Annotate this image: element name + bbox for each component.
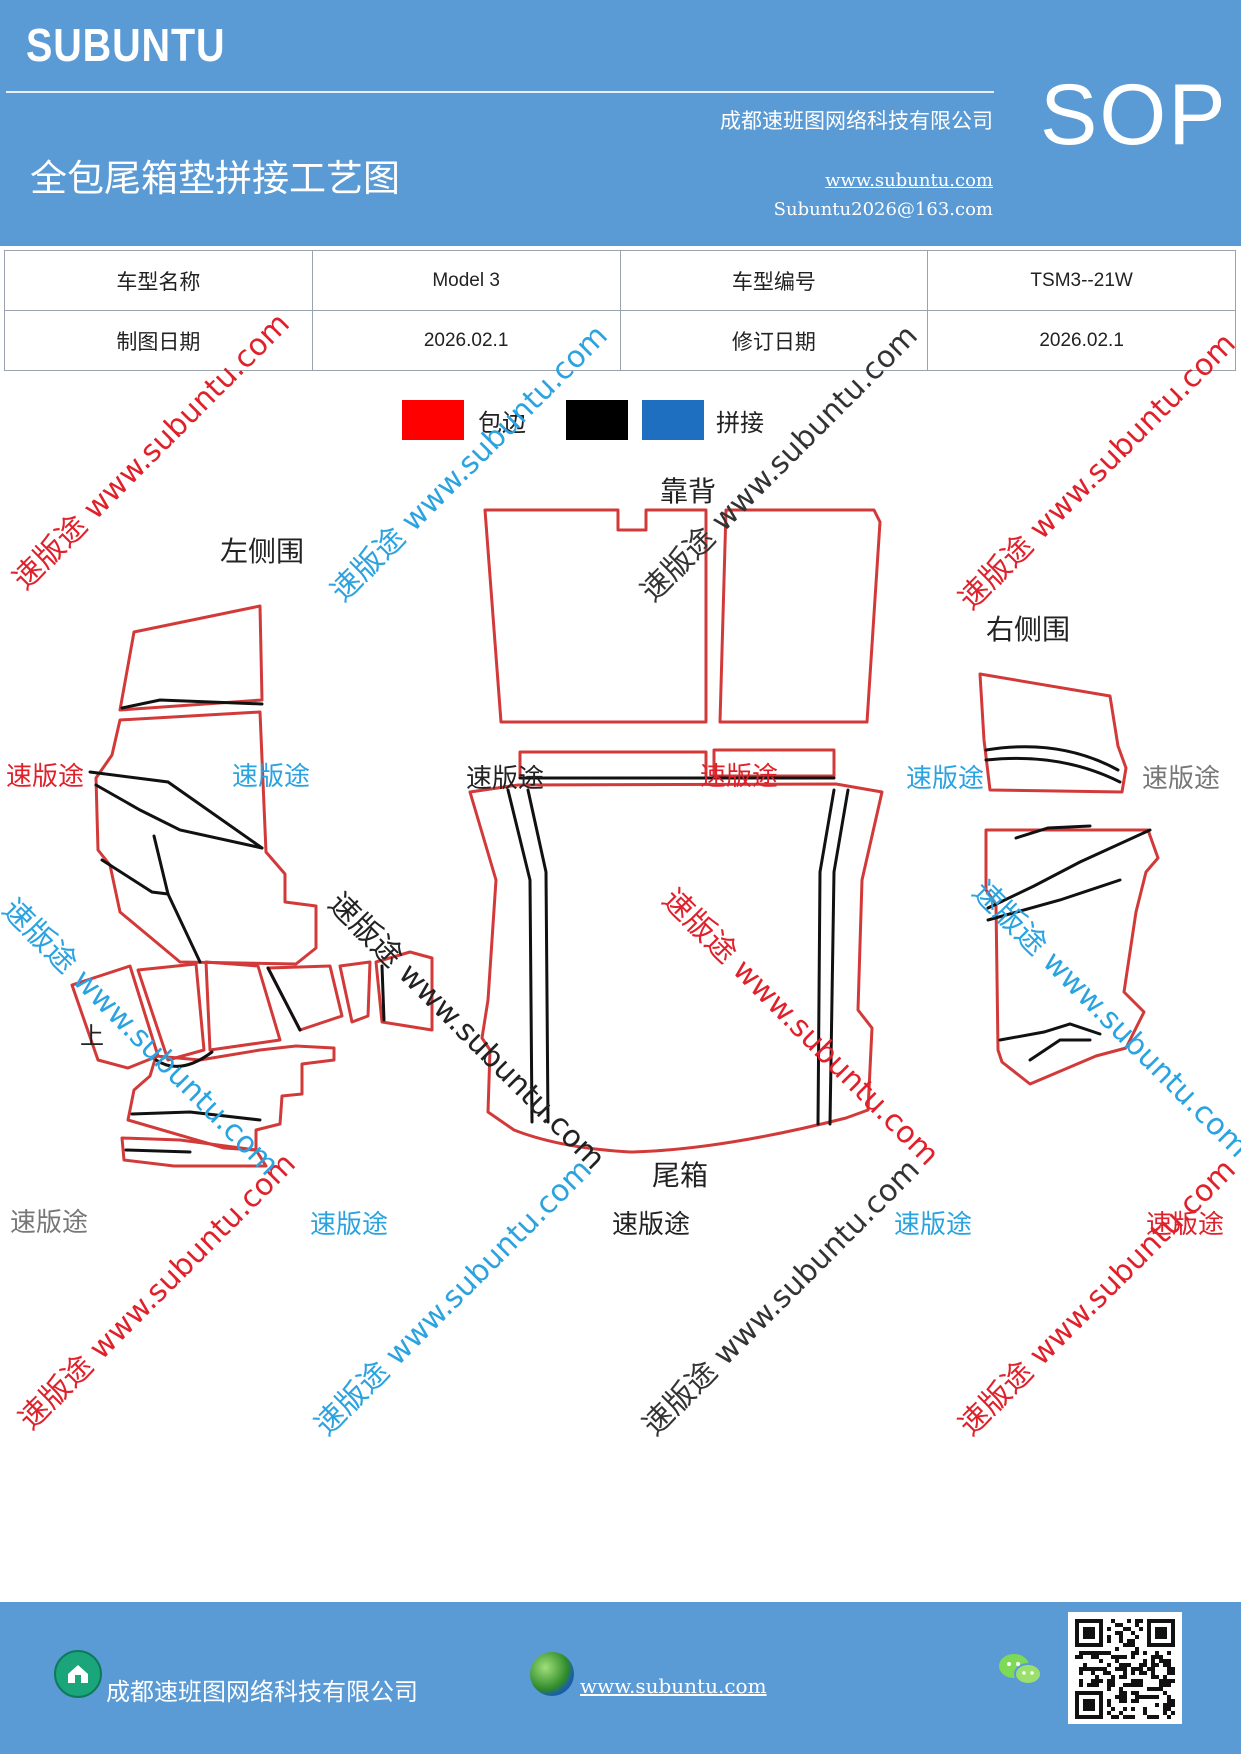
label-up-mark: 上 — [80, 1022, 104, 1050]
left-side-strip-3 — [204, 960, 282, 1052]
wechat-icon[interactable] — [996, 1650, 1044, 1690]
trunk-seam-right-inner — [828, 788, 850, 1126]
qr-code[interactable] — [1068, 1612, 1182, 1724]
company-name: 成都速班图网络科技有限公司 — [720, 109, 993, 133]
trunk-seam-right-outer — [816, 788, 836, 1126]
trunk-seam-left-inner — [526, 788, 550, 1124]
watermark-brand: 速版途 — [310, 1210, 389, 1240]
website-link[interactable]: www.subuntu.com — [825, 170, 993, 191]
left-side-upper-panel — [118, 604, 264, 712]
model-code-value: TSM3--21W — [927, 250, 1236, 311]
left-side-lower-panel — [126, 1044, 336, 1152]
trunk-top-strip-right — [712, 748, 836, 778]
left-side-strip-5 — [338, 960, 372, 1024]
watermark-brand: 速版途 — [232, 762, 311, 792]
left-seam-6 — [154, 1050, 214, 1068]
qr-code-pattern — [1075, 1619, 1175, 1719]
watermark-brand: 速版途 — [1146, 1210, 1225, 1240]
watermark-brand: 速版途 — [466, 764, 545, 794]
model-name-value: Model 3 — [311, 250, 621, 311]
left-side-main-panel — [94, 710, 318, 966]
globe-icon — [530, 1652, 574, 1696]
watermark-brand: 速版途 — [894, 1210, 973, 1240]
contact-email[interactable]: Subuntu2026@163.com — [773, 199, 993, 220]
watermark-brand: 速版途 — [612, 1210, 691, 1240]
watermark-brand: 速版途 — [6, 762, 85, 792]
legend-swatch-blue — [642, 400, 704, 440]
watermark-brand: 速版途 — [10, 1208, 89, 1238]
label-right-side: 右侧围 — [986, 613, 1071, 646]
trunk-seam-left-outer — [506, 788, 534, 1124]
left-seam-8 — [266, 966, 302, 1032]
right-seam-1 — [984, 745, 1120, 772]
page-title: 全包尾箱垫拼接工艺图 — [30, 157, 400, 200]
left-side-strip-6 — [374, 950, 434, 1032]
right-seam-6 — [1014, 824, 1092, 840]
header-banner: SUBUNTU SOP 成都速班图网络科技有限公司 全包尾箱垫拼接工艺图 www… — [0, 0, 1241, 246]
right-seam-4 — [986, 878, 1122, 922]
watermark-brand: 速版途 — [906, 764, 985, 794]
right-seam-3 — [986, 828, 1152, 910]
left-side-strip-1 — [70, 964, 160, 1070]
header-divider — [6, 91, 994, 93]
legend-swatch-black — [566, 400, 628, 440]
left-seam-10 — [124, 1148, 192, 1154]
home-icon — [54, 1650, 102, 1698]
right-side-lower-panel — [984, 828, 1160, 1086]
footer-company: 成都速班图网络科技有限公司 — [106, 1678, 418, 1706]
legend-label-splice: 拼接 — [716, 409, 764, 437]
right-seam-2 — [984, 756, 1122, 784]
right-seam-5 — [998, 1022, 1102, 1042]
left-seam-3 — [94, 783, 264, 850]
label-backrest: 靠背 — [660, 475, 717, 508]
left-seam-4 — [152, 834, 202, 964]
left-seam-9 — [380, 964, 386, 1022]
left-side-strip-2 — [136, 962, 206, 1062]
draw-date-label: 制图日期 — [4, 310, 313, 371]
revise-date-value: 2026.02.1 — [927, 310, 1236, 371]
table-row: 制图日期 2026.02.1 修订日期 2026.02.1 — [4, 310, 1236, 371]
home-icon-glyph — [68, 1665, 88, 1683]
draw-date-value: 2026.02.1 — [311, 310, 621, 371]
table-row: 车型名称 Model 3 车型编号 TSM3--21W — [4, 250, 1236, 311]
left-seam-1 — [120, 698, 264, 710]
left-seam-7 — [130, 1110, 262, 1122]
legend-label-binding: 包边 — [478, 409, 526, 437]
backrest-left-panel — [483, 508, 708, 724]
vehicle-info-table: 车型名称 Model 3 车型编号 TSM3--21W 制图日期 2026.02… — [4, 250, 1236, 371]
trunk-top-strip-left — [518, 750, 708, 780]
right-seam-7 — [1028, 1038, 1092, 1062]
footer-website-link[interactable]: www.subuntu.com — [580, 1674, 767, 1698]
right-side-upper-panel — [978, 672, 1128, 794]
legend-swatch-red — [402, 400, 464, 440]
label-left-side: 左侧围 — [220, 535, 305, 568]
trunk-floor-panel — [468, 782, 884, 1154]
label-trunk: 尾箱 — [652, 1159, 709, 1192]
left-seam-5 — [100, 858, 170, 896]
backrest-right-panel — [718, 508, 882, 724]
watermark-brand: 速版途 — [700, 762, 779, 792]
doc-type-label: SOP — [1040, 67, 1228, 163]
left-side-bottom-panel — [120, 1136, 268, 1168]
brand-logo: SUBUNTU — [26, 19, 226, 71]
model-name-label: 车型名称 — [4, 250, 313, 311]
model-code-label: 车型编号 — [619, 250, 929, 311]
left-seam-2 — [88, 770, 264, 850]
revise-date-label: 修订日期 — [619, 310, 929, 371]
watermark-brand: 速版途 — [1142, 764, 1221, 794]
left-side-strip-4 — [266, 964, 344, 1032]
